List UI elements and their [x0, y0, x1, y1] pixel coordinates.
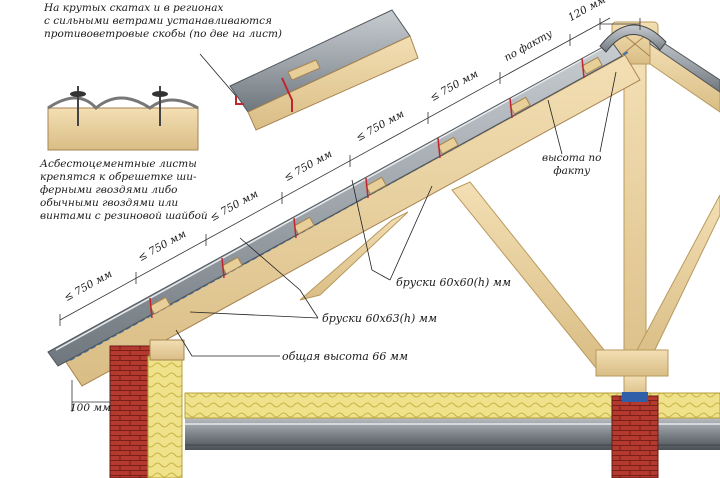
wind-clip-note: На крутых скатах и в регионах с сильными… — [44, 2, 282, 41]
overhang-dimension — [71, 380, 111, 412]
overhang-label: 100 мм — [70, 402, 111, 414]
ridge-height-label: высота по факту — [542, 152, 602, 178]
fastening-note: Асбестоцементные листы крепятся к обреше… — [40, 158, 208, 223]
batten-60x60-label: бруски 60х60(h) мм — [396, 276, 512, 289]
leader-lines — [175, 53, 617, 357]
fasteners — [149, 57, 585, 319]
ridge-cap — [599, 24, 667, 53]
slope-dimension-line — [59, 17, 641, 326]
wind-note-line: На крутых скатах и в регионах — [44, 2, 224, 14]
fastening-note-line: винтами с резиновой шайбой — [40, 210, 208, 222]
fastening-note-line: ферными гвоздями либо — [40, 184, 178, 196]
wind-note-line: с сильными ветрами устанавливаются — [44, 15, 272, 27]
fastening-note-line: крепятся к обрешетке ши- — [40, 171, 197, 183]
battens — [149, 56, 603, 315]
total-height-label: общая высота 66 мм — [282, 350, 409, 363]
left-brick-wall — [109, 339, 185, 478]
left-rafter — [47, 39, 641, 387]
wind-note-line: противоветровые скобы (по две на лист) — [44, 28, 282, 40]
batten-60x63-label: бруски 60х63(h) мм — [322, 312, 438, 325]
fastening-note-line: Асбестоцементные листы — [40, 158, 197, 170]
center-brick-pillar — [611, 392, 659, 478]
roof-truss — [299, 21, 720, 401]
ridge-height-line: факту — [553, 165, 591, 177]
fastening-note-line: обычными гвоздями или — [40, 197, 179, 209]
inset-fixing-detail — [47, 86, 199, 151]
inset-wind-clip — [229, 9, 419, 131]
ridge-height-line: высота по — [542, 152, 602, 164]
